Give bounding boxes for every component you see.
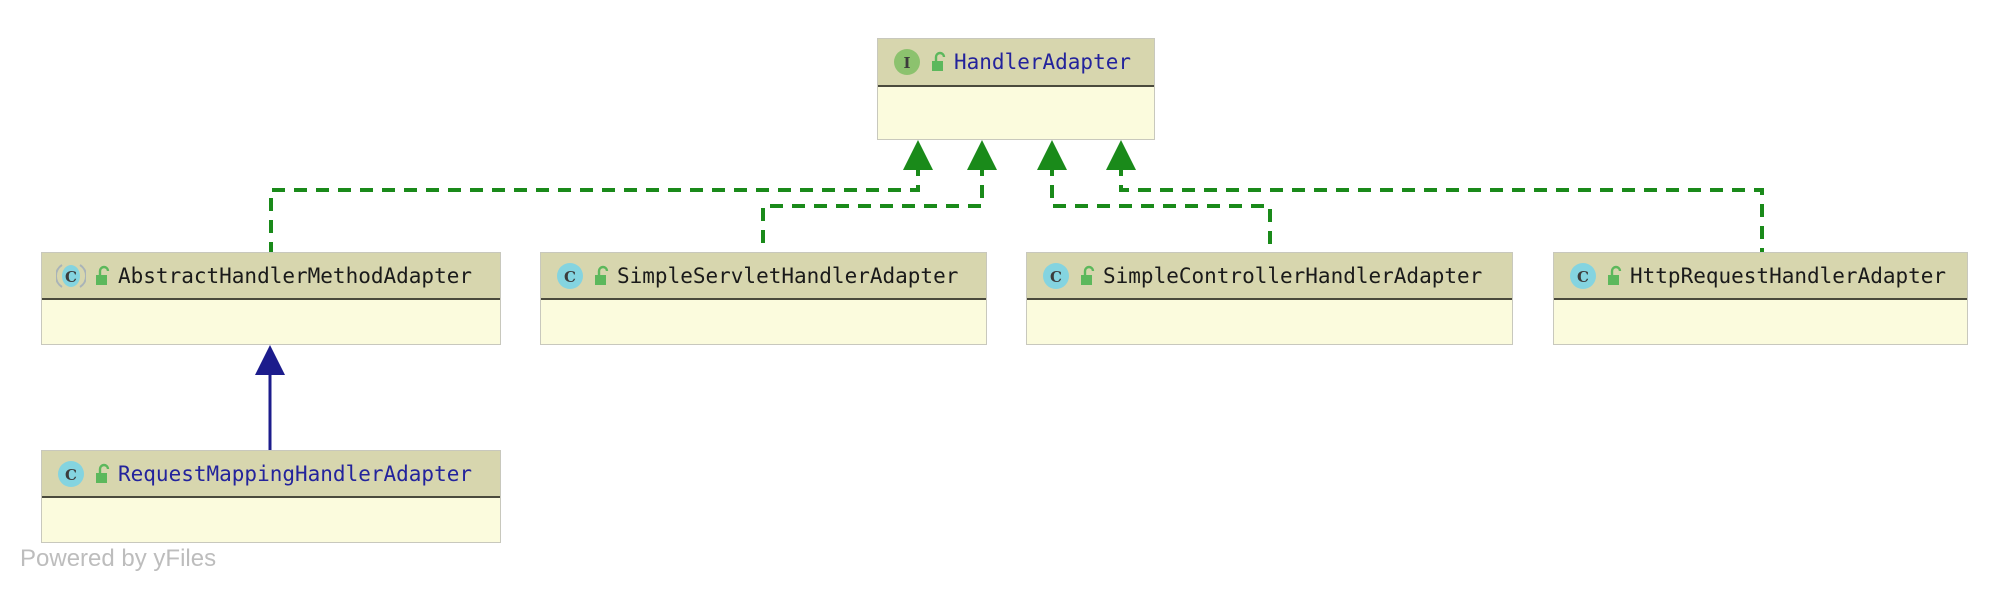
open-padlock-icon	[1077, 264, 1099, 288]
edge-realize-abstract	[269, 140, 933, 252]
realization-arrowhead	[1106, 140, 1136, 170]
open-padlock-icon	[928, 50, 950, 74]
interface-badge-icon: I	[892, 47, 922, 77]
uml-node-handler-adapter[interactable]: I HandlerAdapter	[877, 38, 1155, 140]
edge-realize-simple-servlet	[761, 140, 997, 252]
uml-node-members-compartment	[1027, 300, 1512, 344]
uml-node-title: SimpleServletHandlerAdapter	[617, 263, 959, 288]
realization-arrowhead	[1037, 140, 1067, 170]
open-padlock-icon	[92, 264, 114, 288]
class-badge-icon: C	[56, 459, 86, 489]
uml-node-members-compartment	[42, 498, 500, 542]
class-badge-icon: C	[555, 261, 585, 291]
uml-node-members-compartment	[878, 87, 1154, 131]
uml-node-title: AbstractHandlerMethodAdapter	[118, 263, 473, 288]
uml-node-header: I HandlerAdapter	[878, 39, 1154, 87]
uml-node-simple-controller-handler-adapter[interactable]: C SimpleControllerHandlerAdapter	[1026, 252, 1513, 345]
uml-node-header: C AbstractHandlerMethodAdapter	[42, 253, 500, 300]
edge-realize-simple-controller	[1037, 140, 1272, 252]
svg-text:C: C	[564, 268, 576, 286]
uml-node-title: SimpleControllerHandlerAdapter	[1103, 263, 1483, 288]
svg-text:C: C	[1577, 268, 1589, 286]
open-padlock-icon	[1604, 264, 1626, 288]
realization-arrowhead	[967, 140, 997, 170]
class-badge-icon: C	[1568, 261, 1598, 291]
edge-realize-http-request	[1106, 140, 1764, 252]
uml-node-members-compartment	[541, 300, 986, 344]
realization-arrowhead	[903, 140, 933, 170]
uml-node-title: HttpRequestHandlerAdapter	[1630, 263, 1947, 288]
open-padlock-icon	[591, 264, 613, 288]
uml-node-title: HandlerAdapter	[954, 50, 1132, 74]
svg-text:I: I	[903, 54, 910, 72]
edge-generalize-request-mapping	[255, 345, 285, 450]
yfiles-watermark: Powered by yFiles	[20, 545, 217, 572]
uml-node-title: RequestMappingHandlerAdapter	[118, 461, 473, 486]
uml-node-header: C SimpleControllerHandlerAdapter	[1027, 253, 1512, 300]
open-padlock-icon	[92, 462, 114, 486]
uml-node-abstract-handler-method-adapter[interactable]: C AbstractHandlerMethodAdapter	[41, 252, 501, 345]
uml-node-members-compartment	[42, 300, 500, 344]
class-badge-icon: C	[1041, 261, 1071, 291]
uml-node-header: C HttpRequestHandlerAdapter	[1554, 253, 1967, 300]
uml-node-members-compartment	[1554, 300, 1967, 344]
abstract-class-badge-icon: C	[56, 261, 86, 291]
svg-text:C: C	[65, 268, 77, 286]
uml-node-header: C SimpleServletHandlerAdapter	[541, 253, 986, 300]
uml-node-simple-servlet-handler-adapter[interactable]: C SimpleServletHandlerAdapter	[540, 252, 987, 345]
svg-text:C: C	[65, 466, 77, 484]
uml-node-request-mapping-handler-adapter[interactable]: C RequestMappingHandlerAdapter	[41, 450, 501, 543]
svg-text:C: C	[1050, 268, 1062, 286]
uml-node-header: C RequestMappingHandlerAdapter	[42, 451, 500, 498]
uml-node-http-request-handler-adapter[interactable]: C HttpRequestHandlerAdapter	[1553, 252, 1968, 345]
generalization-arrowhead	[255, 345, 285, 375]
